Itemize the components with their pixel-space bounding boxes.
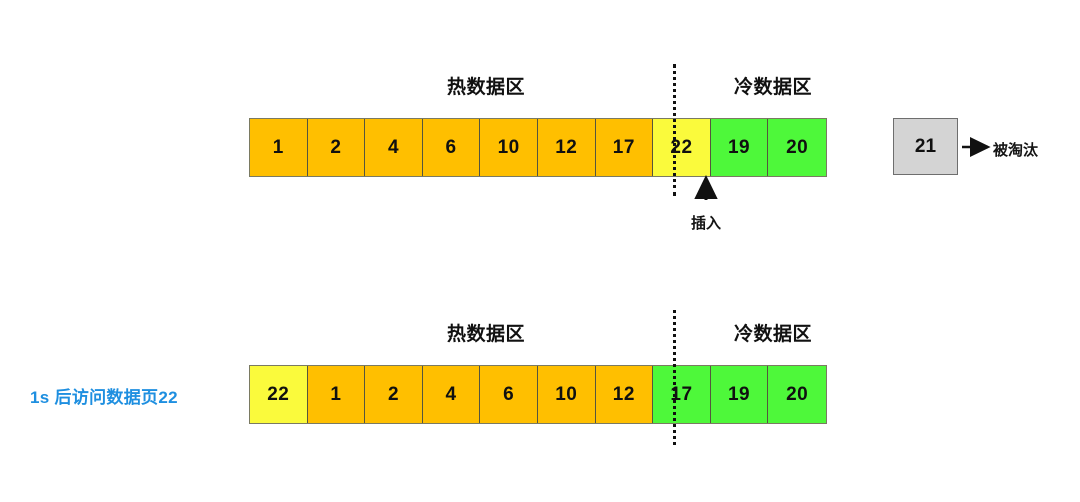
row1-hot-zone-label: 热数据区 [446, 77, 526, 98]
row1-evicted-page-box: 21 [893, 118, 958, 175]
row1-evicted-label: 被淘汰 [993, 142, 1039, 159]
page-cell: 6 [480, 366, 538, 423]
page-cell: 1 [250, 119, 308, 176]
row2-cold-zone-label: 冷数据区 [733, 324, 813, 345]
row2-zone-divider [673, 310, 676, 445]
page-cell: 17 [595, 119, 654, 176]
page-cell: 10 [537, 366, 596, 423]
page-cell: 2 [365, 366, 423, 423]
page-cell: 4 [365, 119, 423, 176]
row2-hot-zone-label: 热数据区 [446, 324, 526, 345]
page-cell: 12 [595, 366, 654, 423]
row1-insert-label: 插入 [690, 215, 722, 232]
page-cell: 2 [307, 119, 366, 176]
row2-caption: 1s 后访问数据页22 [30, 388, 178, 407]
page-cell: 20 [768, 119, 826, 176]
page-cell: 6 [422, 119, 481, 176]
row1-cold-zone-label: 冷数据区 [733, 77, 813, 98]
page-cell: 1 [307, 366, 366, 423]
page-cell: 17 [653, 366, 711, 423]
page-cell: 22 [250, 366, 308, 423]
page-cell: 19 [710, 366, 769, 423]
page-cell: 4 [422, 366, 481, 423]
page-cell: 19 [710, 119, 769, 176]
page-cell: 10 [480, 119, 538, 176]
page-cell: 12 [537, 119, 596, 176]
row1-zone-divider [673, 64, 676, 196]
page-cell: 20 [768, 366, 826, 423]
page-cell: 22 [653, 119, 711, 176]
